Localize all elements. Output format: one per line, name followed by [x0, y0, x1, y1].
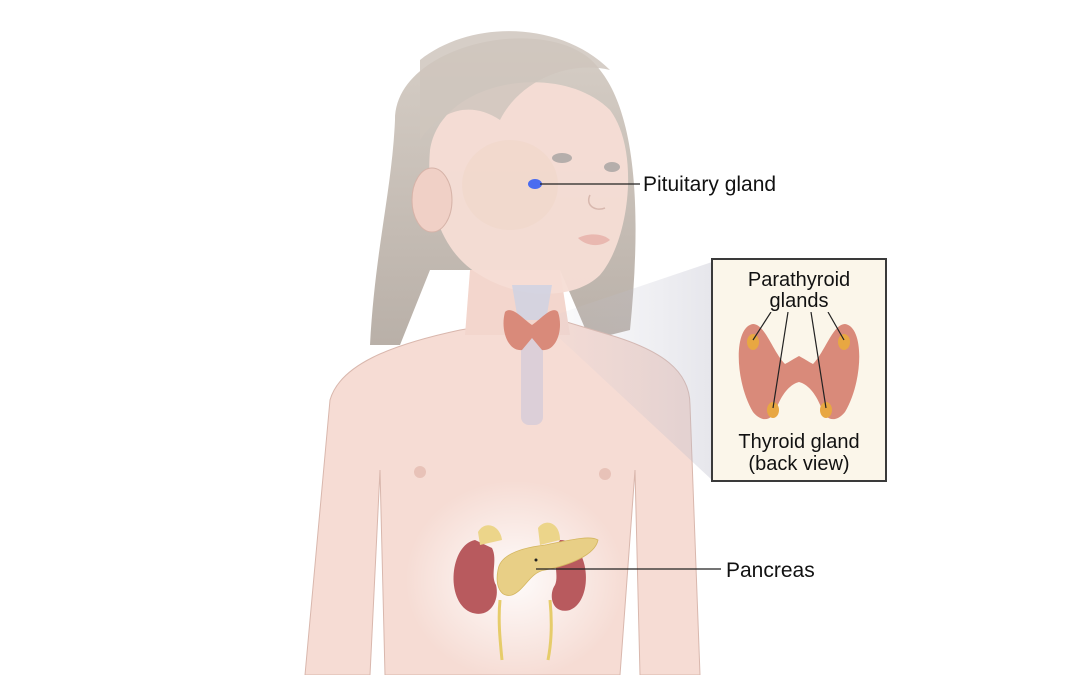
thyroid-back-view	[738, 312, 860, 420]
pancreas-label: Pancreas	[726, 559, 815, 582]
ear	[411, 167, 453, 233]
inset-caption-line1: Thyroid gland	[738, 431, 860, 453]
inset-callout-beam	[540, 262, 712, 480]
pituitary-dot	[528, 179, 542, 189]
trachea	[521, 335, 543, 425]
thyroid	[503, 310, 561, 351]
thyroid-inset-panel: Parathyroid glands Thyroid gland (back v…	[711, 258, 887, 482]
inset-title-line1: Parathyroid	[747, 269, 851, 291]
face	[429, 82, 629, 294]
eye-left	[552, 153, 572, 163]
pancreas	[496, 537, 599, 596]
inset-title-line2: glands	[769, 290, 829, 312]
kidney-left	[453, 540, 497, 614]
eye-right	[604, 162, 620, 172]
pituitary-label: Pituitary gland	[643, 173, 777, 196]
inset-caption-line2: (back view)	[748, 453, 850, 475]
